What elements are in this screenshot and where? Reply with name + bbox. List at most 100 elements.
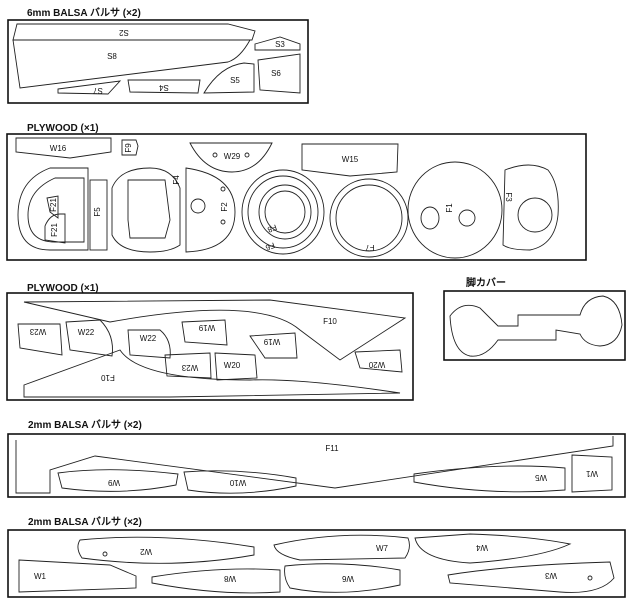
part-label: F9 xyxy=(124,143,133,153)
part-label: W22 xyxy=(140,334,157,343)
part-s8 xyxy=(12,39,251,89)
part-w4 xyxy=(414,533,572,564)
hole xyxy=(244,152,250,158)
part-label: W6 xyxy=(341,574,354,583)
part-w9 xyxy=(57,469,179,492)
section-title: 2mm BALSA バルサ (×2) xyxy=(28,419,142,431)
part-w22 xyxy=(127,329,171,359)
part-w23 xyxy=(164,352,212,379)
part-label: F8 xyxy=(266,223,278,235)
part-w3 xyxy=(447,561,615,593)
part-w5 xyxy=(413,465,566,493)
section-title: 脚カバー xyxy=(466,276,506,289)
part-label: F5 xyxy=(93,207,102,217)
part-s7 xyxy=(57,80,122,95)
part-label: F10 xyxy=(323,317,337,326)
part-label: F3 xyxy=(504,192,513,202)
section-title: 2mm BALSA バルサ (×2) xyxy=(28,516,142,528)
hole xyxy=(102,551,108,557)
hole xyxy=(458,209,476,227)
part-label: S6 xyxy=(271,69,281,78)
part-label: W1 xyxy=(34,572,47,581)
part-w15 xyxy=(301,143,399,177)
sheet-border xyxy=(7,19,309,104)
part-w29 xyxy=(189,142,273,173)
part-f4 xyxy=(111,167,181,253)
part-label: W5 xyxy=(534,473,547,482)
section-2mm-balsa-1: 2mm BALSA バルサ (×2) F11 W9 W10 W5 W1 xyxy=(7,419,626,498)
part-w1 xyxy=(18,559,137,593)
part-f21-ring xyxy=(17,167,89,251)
part-f10-lower xyxy=(23,349,401,398)
hole xyxy=(420,206,440,230)
part-f11 xyxy=(15,436,614,494)
part-f6-outer xyxy=(241,169,325,255)
part-s2 xyxy=(12,23,256,41)
hole xyxy=(517,197,553,233)
part-f8-outer xyxy=(258,184,312,240)
sheet-border xyxy=(7,529,626,598)
part-f7-inner xyxy=(335,184,403,252)
part-label: W2 xyxy=(139,547,152,556)
part-label: S3 xyxy=(275,40,285,49)
part-w16 xyxy=(15,137,112,159)
part-label: F11 xyxy=(325,444,339,453)
section-leg-cover: 脚カバー xyxy=(443,276,626,361)
part-label: W3 xyxy=(544,571,557,580)
part-f21 xyxy=(46,195,59,219)
hole xyxy=(212,152,218,158)
section-title: 6mm BALSA バルサ (×2) xyxy=(27,7,141,19)
part-label: W16 xyxy=(50,144,67,153)
part-label: S4 xyxy=(159,83,169,92)
part-f6-inner xyxy=(247,175,319,249)
part-label: W9 xyxy=(107,478,120,487)
part-label: W23 xyxy=(181,363,198,372)
part-label: F21 xyxy=(49,198,58,212)
part-s5 xyxy=(203,62,255,94)
sheet-border xyxy=(443,290,626,361)
sheet-border xyxy=(6,292,414,401)
part-label: W4 xyxy=(475,543,488,552)
part-label: W15 xyxy=(342,155,359,164)
part-f2 xyxy=(185,167,236,253)
part-label: F2 xyxy=(220,202,229,212)
part-label: S8 xyxy=(107,52,117,61)
part-f21 xyxy=(44,213,66,244)
part-s6 xyxy=(257,53,301,94)
part-w8 xyxy=(151,568,281,594)
hole xyxy=(587,575,593,581)
part-f1 xyxy=(407,161,503,259)
part-w19 xyxy=(249,332,298,359)
section-title: PLYWOOD (×1) xyxy=(27,283,99,294)
part-f8-inner xyxy=(264,190,306,234)
sheet-border xyxy=(6,133,587,261)
part-w20 xyxy=(354,349,403,373)
part-label: F4 xyxy=(172,175,181,185)
part-s4 xyxy=(127,79,201,94)
sheet-border xyxy=(7,433,626,498)
part-label: F10 xyxy=(101,373,115,382)
part-w6 xyxy=(284,563,401,593)
leg-cover-part xyxy=(449,295,623,357)
part-w22 xyxy=(65,319,113,357)
part-w23 xyxy=(17,323,63,356)
part-label: W10 xyxy=(229,478,246,487)
section-plywood-1: PLYWOOD (×1) W16 F9 W29 W15 F21 F21 F xyxy=(6,123,587,261)
part-label: S2 xyxy=(119,28,129,37)
part-label: W7 xyxy=(376,544,389,553)
hole xyxy=(190,198,206,214)
part-label: W20 xyxy=(224,361,241,370)
part-label: F21 xyxy=(50,223,59,237)
part-label: F6 xyxy=(264,241,276,253)
section-plywood-2: PLYWOOD (×1) W23 W22 W22 W19 W19 F10 W23… xyxy=(6,283,414,401)
part-label: S7 xyxy=(93,86,103,95)
part-w7 xyxy=(273,534,410,561)
hole xyxy=(220,219,226,225)
part-w19 xyxy=(181,319,228,346)
part-label: W20 xyxy=(368,360,385,369)
section-6mm-balsa: 6mm BALSA バルサ (×2) S2 S8 S3 S6 S5 S4 S7 xyxy=(7,7,309,104)
part-label: W22 xyxy=(78,328,95,337)
part-label: W19 xyxy=(263,337,280,346)
section-title: PLYWOOD (×1) xyxy=(27,123,99,134)
